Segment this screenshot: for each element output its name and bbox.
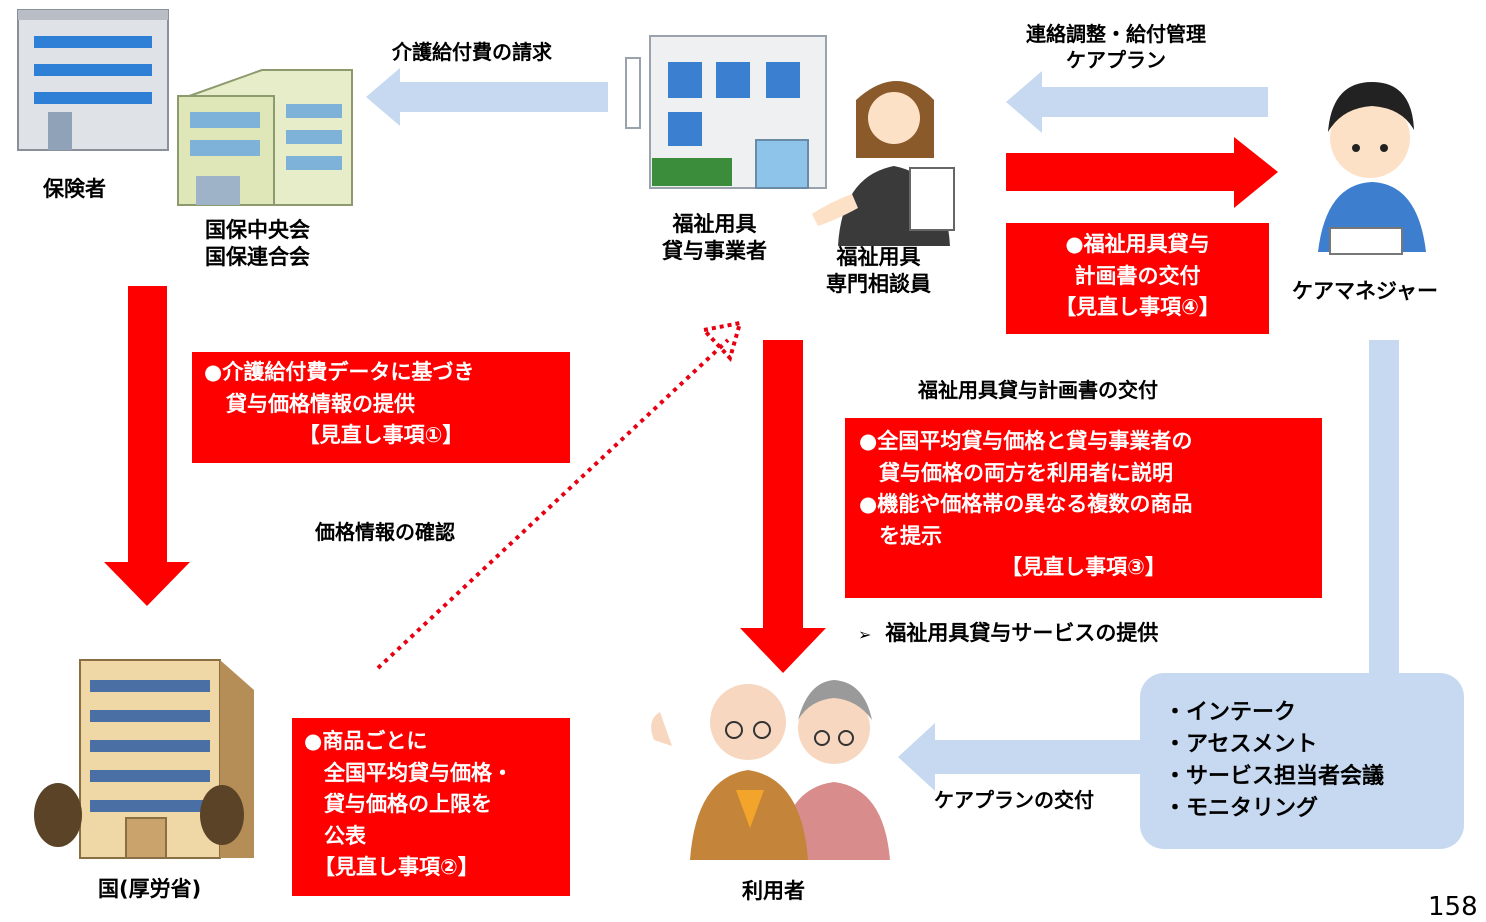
- claim-label: 介護給付費の請求: [392, 40, 552, 64]
- coordination-label: 連絡調整・給付管理 ケアプラン: [1026, 22, 1206, 73]
- insurer-building-icon: [17, 9, 169, 151]
- care-process-item: ・モニタリング: [1164, 795, 1319, 821]
- review-box-1-line1: ●介護給付費データに基づき: [204, 360, 475, 384]
- care-process-item: ・サービス担当者会議: [1164, 763, 1385, 789]
- kokuho-building-icon: [177, 69, 353, 206]
- review-box-3-line4: を提示: [879, 523, 942, 548]
- consultant-label-line2: 専門相談員: [826, 271, 931, 296]
- insurer-label: 保険者: [43, 177, 106, 201]
- review-box-2-line1: ●商品ごとに: [304, 729, 428, 753]
- provider-shop-icon: [625, 35, 827, 189]
- service-provision-text: 福祉用具貸与サービスの提供: [885, 621, 1159, 645]
- provider-label-line2: 貸与事業者: [662, 238, 767, 263]
- review-box-3-line3: ●機能や価格帯の異なる複数の商品: [859, 492, 1193, 516]
- price-check-label: 価格情報の確認: [315, 520, 455, 544]
- review-box-2-tag: 【見直し事項②】: [314, 855, 479, 879]
- review-box-3: ●全国平均貸与価格と貸与事業者の 貸与価格の両方を利用者に説明 ●機能や価格帯の…: [845, 418, 1322, 598]
- review-box-4-line2: 計画書の交付: [1074, 263, 1201, 288]
- review-box-3-tag: 【見直し事項③】: [1001, 555, 1166, 579]
- kokuho-label-line1: 国保中央会: [205, 218, 310, 242]
- review-box-1: ●介護給付費データに基づき 貸与価格情報の提供 【見直し事項①】: [192, 352, 570, 463]
- review-box-1-tag: 【見直し事項①】: [298, 423, 464, 447]
- review-box-4-line1: ●福祉用具貸与: [1065, 232, 1210, 256]
- review-box-2-line3: 貸与価格の上限を: [324, 792, 492, 816]
- care-plan-delivery-label: ケアプランの交付: [934, 788, 1094, 812]
- review-box-1-line2: 貸与価格情報の提供: [226, 391, 415, 416]
- consultant-person-icon: [812, 81, 955, 246]
- review-box-3-line2: 貸与価格の両方を利用者に説明: [879, 460, 1173, 485]
- price-check-arrow: [376, 338, 730, 670]
- care-process-box: ・インテーク ・アセスメント ・サービス担当者会議 ・モニタリング: [1140, 673, 1464, 849]
- plan-delivery-label: 福祉用具貸与計画書の交付: [918, 378, 1158, 402]
- provider-label-line1: 福祉用具: [672, 212, 757, 236]
- user-label: 利用者: [742, 879, 805, 903]
- consultant-label-line1: 福祉用具: [836, 245, 921, 269]
- review-box-3-line1: ●全国平均貸与価格と貸与事業者の: [859, 429, 1193, 453]
- coordination-label-line2: ケアプラン: [1066, 47, 1166, 72]
- service-provision-item: ➢ 福祉用具貸与サービスの提供: [858, 617, 1158, 647]
- review-box-2: ●商品ごとに 全国平均貸与価格・ 貸与価格の上限を 公表 【見直し事項②】: [292, 718, 570, 896]
- government-building-icon: [34, 659, 254, 859]
- review-box-4-tag: 【見直し事項④】: [1055, 295, 1220, 319]
- government-label: 国(厚労省): [98, 877, 202, 901]
- review-box-4: ●福祉用具貸与 計画書の交付 【見直し事項④】: [1006, 223, 1269, 334]
- care-process-item: ・アセスメント: [1164, 731, 1318, 757]
- care-manager-icon: [1318, 82, 1426, 255]
- elderly-couple-icon: [651, 680, 890, 860]
- kokuho-label-line2: 国保連合会: [205, 244, 310, 269]
- coordination-arrow: [1006, 71, 1268, 133]
- coordination-label-line1: 連絡調整・給付管理: [1026, 22, 1206, 46]
- plan-to-caremanager-arrow: [1006, 137, 1278, 208]
- price-check-arrowhead: [700, 320, 743, 362]
- provider-to-user-arrow: [740, 340, 826, 673]
- arrow-bullet-icon: ➢: [858, 625, 872, 644]
- caremanager-down-connector: [1369, 340, 1399, 680]
- care-manager-label: ケアマネジャー: [1292, 279, 1438, 303]
- review-box-2-line4: 公表: [324, 823, 366, 848]
- careplan-to-user-arrow: [898, 723, 1140, 791]
- review-box-2-line2: 全国平均貸与価格・: [324, 760, 513, 785]
- consultant-label: 福祉用具 専門相談員: [826, 244, 931, 298]
- provider-label: 福祉用具 貸与事業者: [662, 211, 767, 265]
- kokuho-label: 国保中央会 国保連合会: [205, 217, 310, 271]
- claim-arrow: [366, 68, 608, 126]
- kokuho-to-government-arrow: [104, 286, 190, 606]
- care-process-item: ・インテーク: [1164, 700, 1297, 725]
- page-number: 158: [1428, 892, 1478, 922]
